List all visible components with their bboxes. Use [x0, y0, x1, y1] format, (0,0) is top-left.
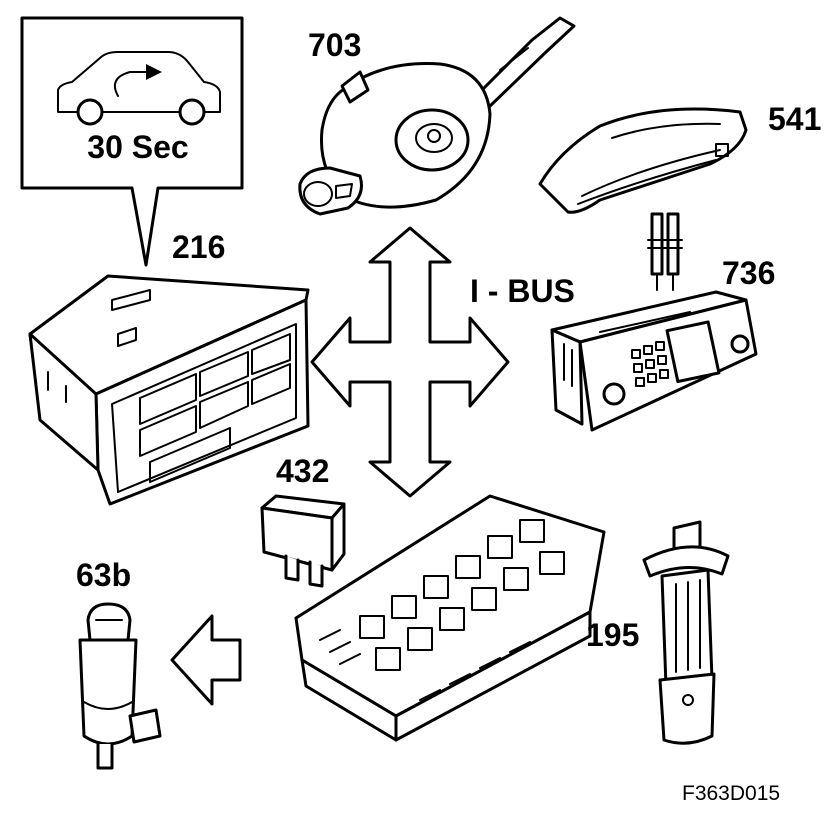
label-703: 703	[308, 27, 361, 63]
car-recirculation-icon	[57, 51, 221, 126]
bus-arrows	[310, 226, 510, 498]
label-216: 216	[172, 229, 225, 265]
radio-unit-736	[550, 290, 758, 432]
fuel-sender-195	[642, 520, 730, 745]
steering-switch-703	[298, 16, 576, 216]
label-432: 432	[276, 453, 329, 489]
label-195: 195	[586, 617, 639, 653]
label-736: 736	[722, 255, 775, 291]
bus-connector	[647, 212, 683, 291]
callout-text: 30 Sec	[87, 129, 188, 165]
fuse-box	[294, 494, 606, 742]
washer-pump-63b	[78, 602, 162, 770]
figure-code: F363D015	[682, 782, 780, 805]
bus-label: I - BUS	[470, 273, 575, 309]
flow-arrow-left	[170, 614, 242, 706]
callout-box: 30 Sec	[20, 16, 244, 267]
label-63b: 63b	[76, 557, 131, 593]
climate-unit-216	[28, 274, 310, 506]
label-541: 541	[768, 101, 821, 137]
relay-432	[260, 494, 346, 588]
display-unit-541	[538, 107, 748, 214]
